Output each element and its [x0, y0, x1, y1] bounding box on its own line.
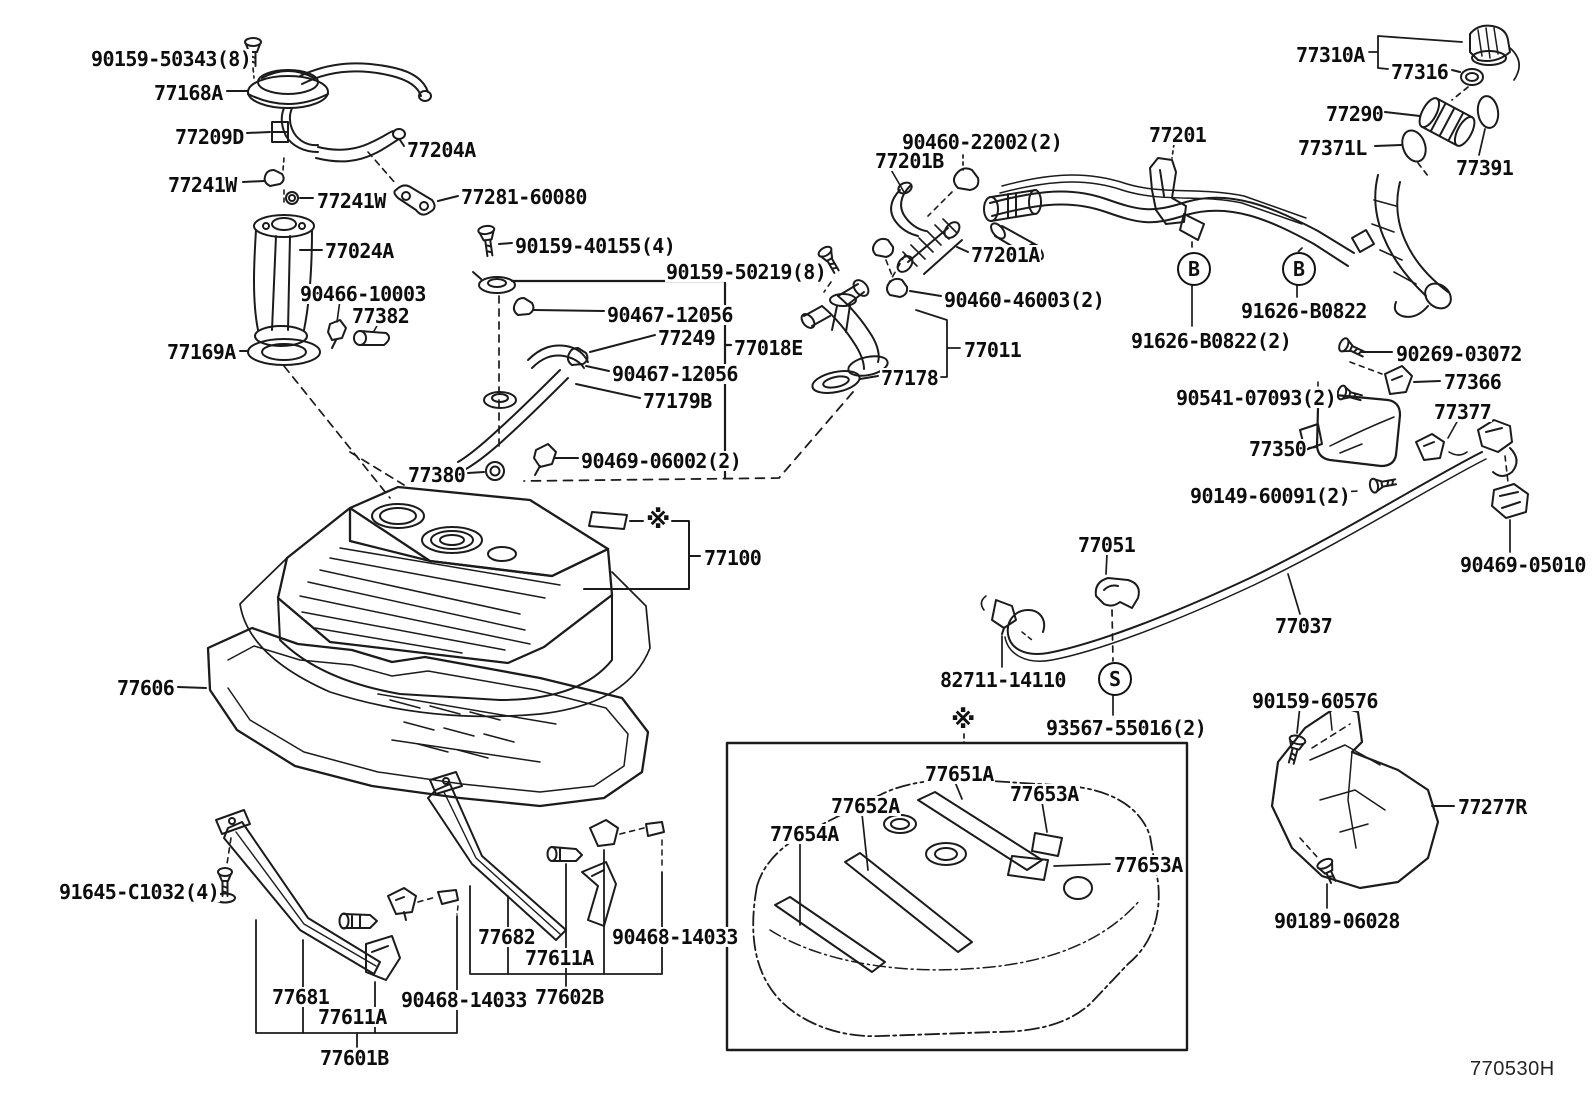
- part-label-77310A: 77310A: [1295, 43, 1366, 67]
- part-label-77653A: 77653A: [1113, 853, 1184, 877]
- part-label-90469-05010: 90469-05010: [1459, 553, 1587, 577]
- part-label-77201B: 77201B: [874, 149, 945, 173]
- part-label-77024A: 77024A: [324, 239, 395, 263]
- tank-straps-drawing: [207, 771, 665, 1048]
- part-label-77316: 77316: [1390, 60, 1450, 84]
- filler-cap-drawing: [1368, 24, 1520, 177]
- part-label-77611A: 77611A: [524, 946, 595, 970]
- part-label-90460-22002(2): 90460-22002(2): [901, 130, 1064, 154]
- lid-lock-cable-drawing: [980, 419, 1529, 716]
- part-label-77178: 77178: [880, 366, 940, 390]
- callout-circle-S: S: [1098, 662, 1132, 696]
- part-label-77682: 77682: [477, 925, 537, 949]
- part-label-77277R: 77277R: [1457, 795, 1528, 819]
- callout-circle-B: B: [1282, 252, 1316, 286]
- part-label-77018E: 77018E: [733, 336, 804, 360]
- part-label-77241W: 77241W: [316, 189, 387, 213]
- part-label-90159-50219(8): 90159-50219(8): [665, 260, 828, 284]
- part-label-90467-12056: 90467-12056: [606, 303, 734, 327]
- part-label-91626-B0822: 91626-B0822: [1240, 299, 1368, 323]
- part-label-77391: 77391: [1455, 156, 1515, 180]
- part-label-93567-55016(2): 93567-55016(2): [1045, 716, 1208, 740]
- part-label-77249: 77249: [657, 326, 717, 350]
- part-label-77241W: 77241W: [167, 173, 238, 197]
- fuel-pump-assembly-drawing: [226, 37, 459, 499]
- part-label-77382: 77382: [351, 304, 411, 328]
- part-label-77204A: 77204A: [406, 138, 477, 162]
- part-label-90468-14033: 90468-14033: [400, 988, 528, 1012]
- reference-mark-2: ※: [951, 705, 976, 734]
- part-label-77611A: 77611A: [317, 1005, 388, 1029]
- part-label-77366: 77366: [1443, 370, 1503, 394]
- tank-protector-drawing: [177, 626, 650, 808]
- part-label-90269-03072: 90269-03072: [1395, 342, 1523, 366]
- reference-mark-1: ※: [646, 505, 671, 534]
- part-label-77602B: 77602B: [534, 985, 605, 1009]
- part-label-90159-50343(8): 90159-50343(8): [90, 47, 253, 71]
- part-label-77037: 77037: [1274, 614, 1334, 638]
- part-label-77100: 77100: [703, 546, 763, 570]
- part-label-90149-60091(2): 90149-60091(2): [1189, 484, 1352, 508]
- part-label-77281-60080: 77281-60080: [460, 185, 588, 209]
- part-label-77201A: 77201A: [970, 243, 1041, 267]
- part-label-77051: 77051: [1077, 533, 1137, 557]
- part-label-77377: 77377: [1433, 400, 1493, 424]
- part-label-90159-40155(4): 90159-40155(4): [514, 234, 677, 258]
- part-label-90469-06002(2): 90469-06002(2): [580, 449, 743, 473]
- part-label-91645-C1032(4): 91645-C1032(4): [58, 880, 221, 904]
- part-label-77168A: 77168A: [153, 81, 224, 105]
- part-label-90159-60576: 90159-60576: [1251, 689, 1379, 713]
- figure-code: 770530H: [1470, 1058, 1555, 1080]
- part-label-90460-46003(2): 90460-46003(2): [943, 288, 1106, 312]
- part-label-77681: 77681: [271, 985, 331, 1009]
- part-label-77350: 77350: [1248, 437, 1308, 461]
- fuel-tank-drawing: [239, 485, 701, 718]
- filler-pipe-drawing: [983, 143, 1452, 327]
- part-label-77654A: 77654A: [769, 822, 840, 846]
- part-label-77652A: 77652A: [830, 794, 901, 818]
- inset-tank-drawing: [725, 733, 1189, 1052]
- part-label-90189-06028: 90189-06028: [1273, 909, 1401, 933]
- part-label-77209D: 77209D: [174, 125, 245, 149]
- part-label-77371L: 77371L: [1297, 136, 1368, 160]
- part-label-90468-14033: 90468-14033: [611, 925, 739, 949]
- part-label-91626-B0822(2): 91626-B0822(2): [1130, 329, 1293, 353]
- part-label-77651A: 77651A: [924, 762, 995, 786]
- part-label-77601B: 77601B: [319, 1046, 390, 1070]
- part-label-77290: 77290: [1325, 102, 1385, 126]
- callout-circle-B: B: [1177, 252, 1211, 286]
- part-label-77179B: 77179B: [642, 389, 713, 413]
- part-label-82711-14110: 82711-14110: [939, 668, 1067, 692]
- part-label-77169A: 77169A: [166, 340, 237, 364]
- part-label-77011: 77011: [963, 338, 1023, 362]
- part-label-90541-07093(2): 90541-07093(2): [1175, 386, 1338, 410]
- part-label-77380: 77380: [407, 463, 467, 487]
- part-label-77201: 77201: [1148, 123, 1208, 147]
- part-label-77653A: 77653A: [1009, 782, 1080, 806]
- part-label-90466-10003: 90466-10003: [299, 282, 427, 306]
- part-label-77606: 77606: [116, 676, 176, 700]
- splash-shield-drawing: [1270, 704, 1455, 909]
- part-label-90467-12056: 90467-12056: [611, 362, 739, 386]
